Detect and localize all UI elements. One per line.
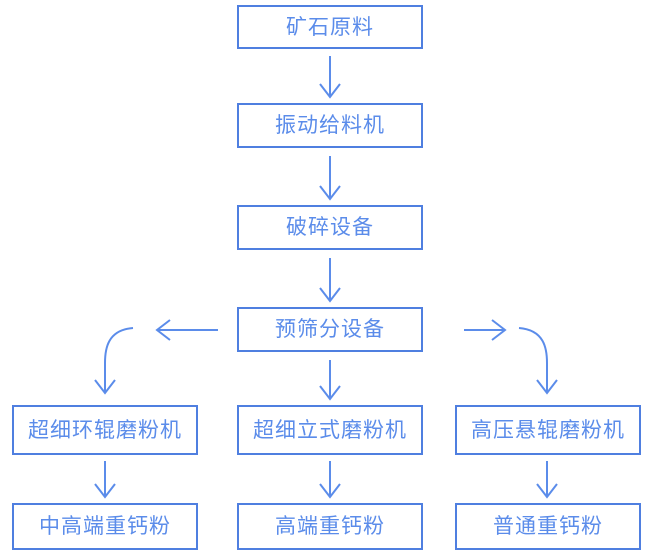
node-pre-screening-equipment[interactable]: 预筛分设备: [237, 307, 423, 352]
node-raw-material[interactable]: 矿石原料: [237, 5, 423, 49]
node-vibrating-feeder[interactable]: 振动给料机: [237, 103, 423, 148]
node-crushing-equipment[interactable]: 破碎设备: [237, 205, 423, 250]
arrow-ring-roller-mill-to-mid-high-product: [94, 461, 116, 499]
arrow-vibrating-feeder-to-crushing-equipment: [319, 156, 341, 201]
node-high-pressure-suspension-mill[interactable]: 高压悬辊磨粉机: [455, 405, 641, 455]
node-standard-heavy-calcium-powder[interactable]: 普通重钙粉: [455, 503, 641, 550]
node-mid-high-end-heavy-calcium-powder[interactable]: 中高端重钙粉: [12, 503, 198, 550]
arrow-vertical-mill-to-high-end-product: [319, 461, 341, 499]
arrow-pre-screening-to-vertical-mill: [319, 360, 341, 401]
arrow-pre-screening-branch-right: [464, 319, 507, 341]
arrow-crushing-equipment-to-pre-screening: [319, 258, 341, 303]
node-high-end-heavy-calcium-powder[interactable]: 高端重钙粉: [237, 503, 423, 550]
arrow-pre-screening-branch-left: [155, 319, 218, 341]
arrow-branch-left-to-ring-roller-mill: [94, 327, 134, 395]
arrow-branch-right-to-suspension-mill: [518, 327, 558, 395]
arrow-suspension-mill-to-standard-product: [536, 461, 558, 499]
node-ultrafine-ring-roller-mill[interactable]: 超细环辊磨粉机: [12, 405, 198, 455]
arrow-raw-material-to-vibrating-feeder: [319, 56, 341, 99]
node-ultrafine-vertical-mill[interactable]: 超细立式磨粉机: [237, 405, 423, 455]
